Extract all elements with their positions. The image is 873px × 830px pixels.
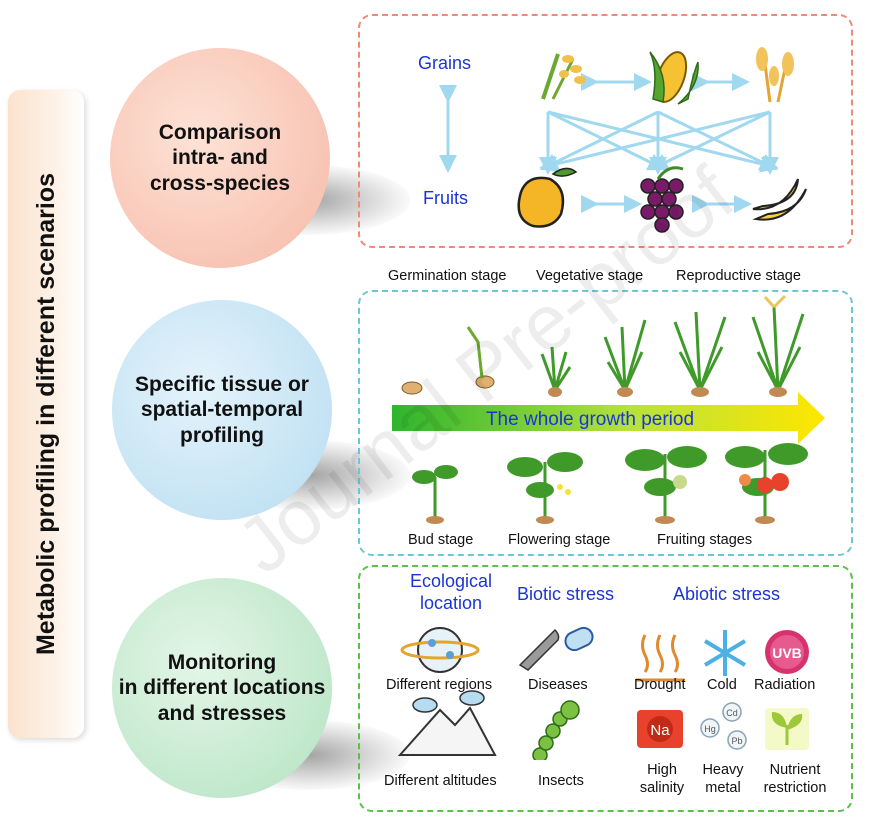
grains-label: Grains (418, 53, 472, 73)
rice-plant-2-icon (603, 319, 647, 397)
growth-period-arrow (392, 392, 825, 444)
salinity-icon: Na (637, 710, 683, 748)
panel-species (358, 14, 853, 248)
nutrient-sprout-icon (765, 708, 809, 750)
mango-icon (517, 167, 578, 228)
vegetative-stage-label: Vegetative stage (536, 268, 644, 284)
seed-icon (401, 381, 423, 395)
disease-icon (518, 626, 594, 671)
rice-plant-4-icon (751, 294, 805, 397)
species-comparison-diagram (439, 47, 807, 233)
circle-monitoring-label: Monitoring in different locations and st… (118, 651, 326, 725)
svg-text:UVB: UVB (772, 645, 802, 661)
circle-comparison-label: Comparison intra- and cross-species (149, 121, 291, 195)
tomato-fruiting-2-icon (725, 443, 808, 524)
abiotic-stress-header: Abiotic stress (673, 584, 781, 604)
growth-diagram: The whole growth period (392, 294, 825, 524)
circle-comparison: Comparison intra- and cross-species (110, 48, 330, 268)
uvb-icon: UVB (765, 630, 809, 674)
drought-label: Drought (634, 677, 686, 693)
circle-monitoring: Monitoring in different locations and st… (112, 578, 332, 798)
side-title-bar: Metabolic profiling in different scenari… (8, 90, 84, 738)
heavy-metal-icon: Cd Hg Pb (700, 702, 747, 750)
globe-icon (400, 627, 480, 673)
germination-stage-label: Germination stage (388, 268, 507, 284)
nutrient-restriction-label: Nutrient restriction (763, 762, 827, 797)
stress-icons: UVB Na Cd Hg Pb (397, 626, 809, 760)
radiation-label: Radiation (754, 677, 816, 693)
circle-tissue-label: Specific tissue or spatial-temporal prof… (135, 373, 309, 447)
bud-stage-label: Bud stage (408, 532, 474, 548)
svg-text:Cd: Cd (726, 708, 738, 718)
snowflake-icon (703, 630, 747, 676)
high-salinity-label: High salinity (639, 762, 685, 797)
different-altitudes-label: Different altitudes (384, 773, 497, 789)
cold-label: Cold (707, 677, 737, 693)
biotic-stress-header: Biotic stress (517, 584, 615, 604)
ecological-location-header: Ecological location (409, 571, 493, 613)
circle-tissue: Specific tissue or spatial-temporal prof… (112, 300, 332, 520)
corn-icon (649, 51, 699, 105)
drought-icon (636, 634, 685, 682)
caterpillar-icon (532, 700, 580, 760)
side-title: Metabolic profiling in different scenari… (31, 173, 60, 656)
diseases-label: Diseases (528, 677, 588, 693)
different-regions-label: Different regions (386, 677, 493, 693)
grapes-icon (640, 178, 684, 233)
rice-icon (541, 53, 586, 100)
insects-label: Insects (538, 773, 584, 789)
mountain-icon (397, 690, 497, 756)
panel-growth (358, 290, 853, 556)
heavy-metal-label: Heavy metal (702, 762, 744, 797)
cross-arrows (539, 110, 779, 175)
wheat-icon (756, 47, 794, 103)
panel-stresses (358, 565, 853, 812)
svg-text:Hg: Hg (704, 724, 716, 734)
tomato-bud-icon (412, 465, 458, 524)
tomato-fruiting-1-icon (625, 446, 707, 524)
flowering-stage-label: Flowering stage (508, 532, 611, 548)
fruits-label: Fruits (423, 188, 468, 208)
tomato-flowering-icon (507, 452, 583, 524)
rice-plant-3-icon (673, 311, 727, 397)
fruiting-stages-label: Fruiting stages (657, 532, 753, 548)
sprout-icon (466, 326, 495, 389)
svg-text:Pb: Pb (731, 736, 742, 746)
banana-icon (752, 178, 807, 221)
svg-text:Na: Na (650, 722, 670, 739)
growth-period-text: The whole growth period (486, 409, 694, 430)
reproductive-stage-label: Reproductive stage (676, 268, 801, 284)
rice-plant-1-icon (540, 346, 572, 397)
